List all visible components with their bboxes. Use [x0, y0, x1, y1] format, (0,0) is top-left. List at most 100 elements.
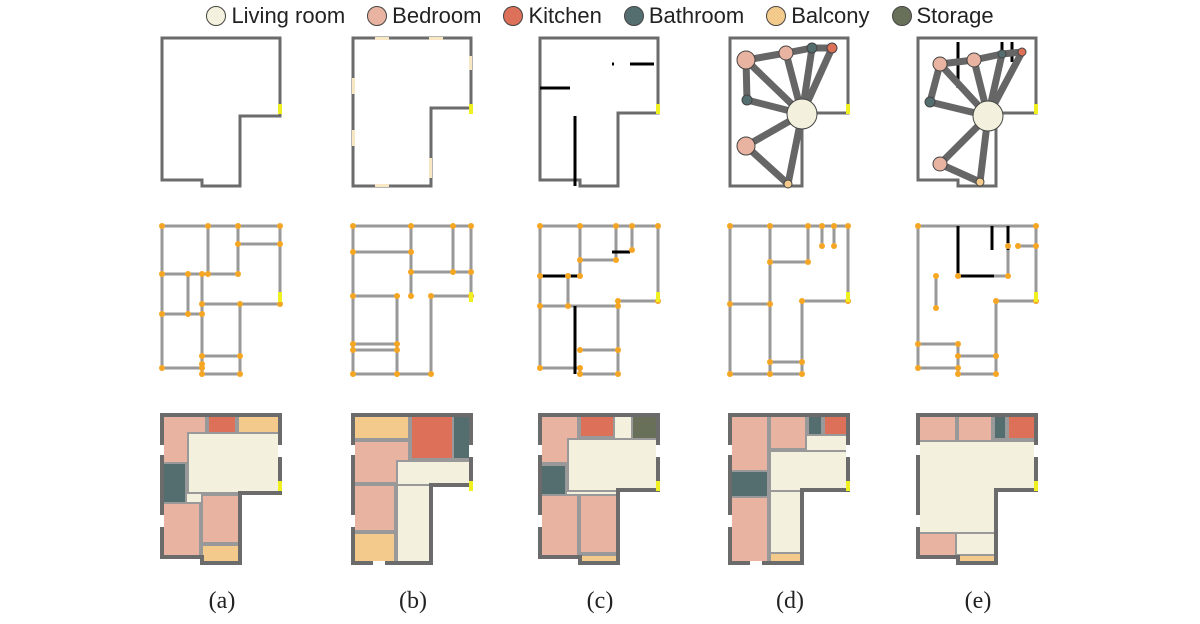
wall-junction [468, 269, 474, 275]
wall-junction [237, 353, 243, 359]
wall-junction [577, 371, 583, 377]
panel-caption: (e) [964, 588, 992, 614]
front-door [846, 292, 850, 302]
boundary-outline [351, 36, 473, 188]
legend-label: Bathroom [648, 3, 745, 28]
legend-label: Living room [231, 3, 346, 28]
wall-junction [537, 273, 543, 279]
room-bathroom [452, 415, 471, 460]
graph-node [826, 42, 838, 54]
room-bathroom [730, 470, 769, 498]
wall-junction [915, 223, 921, 229]
graph-node [997, 49, 1007, 59]
legend-swatch [206, 6, 227, 26]
wall-junction [1005, 273, 1011, 279]
wall-junction [235, 223, 241, 229]
wall-junction [727, 223, 733, 229]
wall-junction [615, 298, 621, 304]
front-door [1034, 292, 1038, 302]
wall-junction [468, 223, 474, 229]
legend-label: Balcony [791, 3, 870, 28]
graph-node [806, 42, 818, 54]
front-door [469, 292, 473, 302]
window [469, 56, 472, 70]
front-door [1034, 481, 1038, 491]
wall-junction [237, 301, 243, 307]
wall-junction [205, 271, 211, 277]
room-layer [730, 415, 848, 563]
wall-junction [655, 223, 661, 229]
front-door [469, 481, 473, 491]
panel-caption: (c) [586, 588, 614, 614]
wall-junction [159, 365, 165, 371]
wall-junction [450, 269, 456, 275]
wall-junction [408, 249, 414, 255]
wall-junction [350, 371, 356, 377]
wall-junction [428, 293, 434, 299]
wall-graph-panel [727, 223, 851, 377]
graph-node [786, 98, 818, 130]
wall-junction [831, 243, 837, 249]
wall-graph-panel [537, 223, 661, 377]
wall-junction [819, 243, 825, 249]
wall-junction [159, 271, 165, 277]
front-door [278, 104, 282, 114]
room-bathroom [807, 415, 823, 436]
wall-junction [350, 223, 356, 229]
wall-junction [955, 353, 961, 359]
floor-plan-panel [538, 413, 660, 565]
graph-node [1017, 47, 1027, 57]
wall-junction [993, 353, 999, 359]
wall-junction [537, 303, 543, 309]
legend-item: Storage [891, 3, 994, 29]
legend-swatch [367, 6, 388, 26]
wall-junction [819, 223, 825, 229]
wall-junction [933, 305, 939, 311]
room-kitchen [579, 415, 615, 438]
window [373, 561, 385, 565]
boundary-panel [916, 36, 1038, 188]
window [278, 445, 282, 457]
room-living-room [187, 432, 280, 494]
graph-node [975, 177, 985, 187]
wall-junction [955, 371, 961, 377]
floor-plan-panel [351, 413, 473, 565]
window [916, 445, 920, 455]
wall-junction [235, 271, 241, 277]
front-door [656, 292, 660, 302]
legend-label: Bedroom [392, 3, 482, 28]
wall-junction [629, 247, 635, 253]
wall-junction [805, 259, 811, 265]
room-bedroom [162, 502, 201, 558]
graph-node [736, 50, 756, 70]
wall-junction [350, 293, 356, 299]
wall-junction [955, 365, 961, 371]
room-bedroom [769, 415, 807, 450]
room-layer [918, 415, 1036, 563]
wall-junction [199, 271, 205, 277]
wall-junction [727, 371, 733, 377]
wall-junction [577, 223, 583, 229]
window [560, 561, 572, 565]
room-balcony [353, 415, 410, 440]
wall-junction [1033, 223, 1039, 229]
plan-outline [160, 413, 282, 565]
room-bedroom [201, 494, 241, 544]
wall-junction [199, 301, 205, 307]
room-bedroom [918, 532, 957, 558]
window [351, 445, 355, 455]
wall-junction [199, 353, 205, 359]
window [938, 561, 950, 565]
window [846, 445, 850, 457]
graph-node [778, 45, 794, 61]
boundary-outline [538, 36, 660, 188]
wall-junction [394, 371, 400, 377]
graph-node [932, 56, 948, 72]
wall-junction [565, 303, 571, 309]
plan-outline [916, 413, 1038, 565]
plan-outline [351, 413, 473, 565]
wall-graph-panel [159, 223, 283, 377]
wall-junction [613, 223, 619, 229]
graph-node [736, 136, 756, 156]
plan-outline [728, 413, 850, 565]
